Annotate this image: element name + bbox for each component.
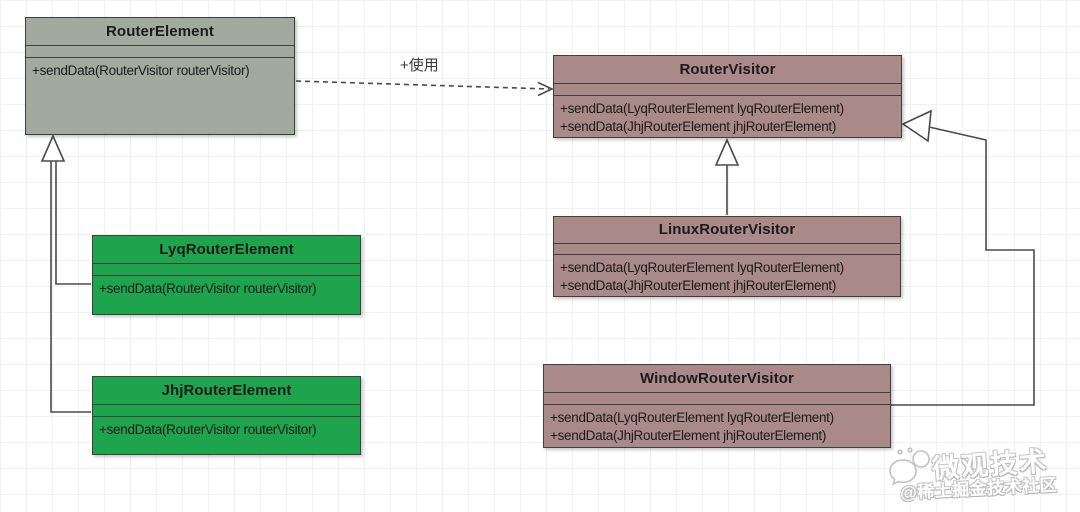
uses-edge-label: +使用 xyxy=(400,57,439,74)
method-label: +sendData(RouterVisitor routerVisitor) xyxy=(99,422,317,437)
edge-inheritance-jhj-to-router-element xyxy=(50,161,91,413)
edge-uses-dependency xyxy=(295,80,554,97)
class-title: JhjRouterElement xyxy=(93,377,360,405)
class-attributes-empty xyxy=(544,393,890,405)
method-label: +sendData(JhjRouterElement jhjRouterElem… xyxy=(550,427,827,443)
class-methods: +sendData(RouterVisitor routerVisitor) xyxy=(26,58,294,134)
class-methods: +sendData(LyqRouterElement lyqRouterElem… xyxy=(554,96,901,137)
class-attributes-empty xyxy=(554,84,901,96)
class-lyq-router-element: LyqRouterElement +sendData(RouterVisitor… xyxy=(92,235,361,315)
class-router-element: RouterElement +sendData(RouterVisitor ro… xyxy=(25,17,295,135)
class-attributes-empty xyxy=(93,405,360,417)
class-methods: +sendData(RouterVisitor routerVisitor) xyxy=(93,276,360,314)
class-attributes-empty xyxy=(93,264,360,276)
method-label: +sendData(LyqRouterElement lyqRouterElem… xyxy=(550,410,834,425)
class-jhj-router-element: JhjRouterElement +sendData(RouterVisitor… xyxy=(92,376,361,455)
class-title: LyqRouterElement xyxy=(93,236,360,264)
class-title: LinuxRouterVisitor xyxy=(554,217,900,244)
edge-inheritance-lyq-to-router-element xyxy=(55,161,91,285)
class-methods: +sendData(LyqRouterElement lyqRouterElem… xyxy=(554,255,900,296)
class-methods: +sendData(RouterVisitor routerVisitor) xyxy=(93,417,360,454)
class-methods: +sendData(LyqRouterElement lyqRouterElem… xyxy=(544,405,890,447)
inheritance-triangle-router-element xyxy=(40,134,66,162)
method-label: +sendData(RouterVisitor routerVisitor) xyxy=(99,281,317,296)
method-label: +sendData(JhjRouterElement jhjRouterElem… xyxy=(560,118,837,134)
class-router-visitor: RouterVisitor +sendData(LyqRouterElement… xyxy=(553,55,902,138)
class-linux-router-visitor: LinuxRouterVisitor +sendData(LyqRouterEl… xyxy=(553,216,901,297)
method-label: +sendData(RouterVisitor routerVisitor) xyxy=(32,63,250,78)
class-attributes-empty xyxy=(554,244,900,255)
edge-inheritance-linux-to-router-visitor xyxy=(714,138,740,215)
method-label: +sendData(JhjRouterElement jhjRouterElem… xyxy=(560,277,837,293)
method-label: +sendData(LyqRouterElement lyqRouterElem… xyxy=(560,260,844,275)
class-attributes-empty xyxy=(26,46,294,58)
class-window-router-visitor: WindowRouterVisitor +sendData(LyqRouterE… xyxy=(543,364,891,448)
class-title: RouterVisitor xyxy=(554,56,901,84)
edge-inheritance-window-to-router-visitor xyxy=(891,109,1035,406)
class-title: RouterElement xyxy=(26,18,294,46)
class-title: WindowRouterVisitor xyxy=(544,365,890,393)
method-label: +sendData(LyqRouterElement lyqRouterElem… xyxy=(560,101,844,116)
